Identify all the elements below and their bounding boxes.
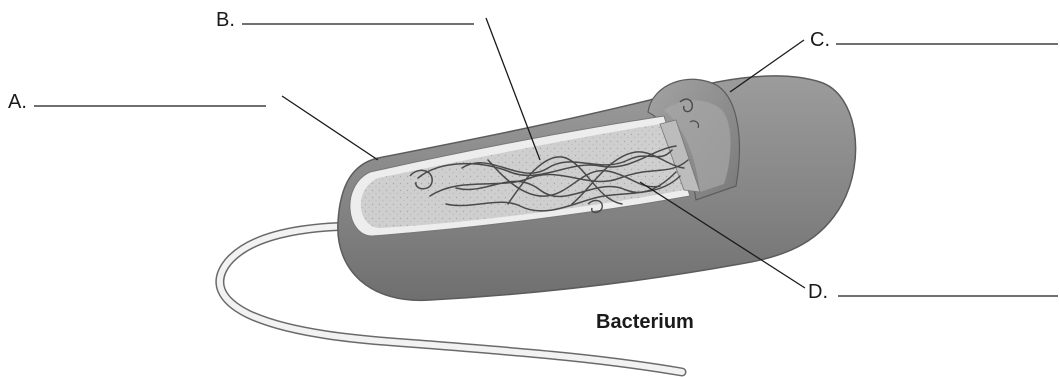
label-d-letter: D. — [808, 281, 828, 303]
label-b: B. — [216, 9, 474, 31]
label-a-letter: A. — [8, 91, 27, 113]
leader-line-a — [282, 96, 378, 160]
label-c-letter: C. — [810, 29, 830, 51]
label-d: D. — [808, 281, 1058, 303]
label-a: A. — [8, 91, 266, 113]
label-b-letter: B. — [216, 9, 235, 31]
diagram-caption: Bacterium — [596, 311, 694, 333]
label-c: C. — [810, 29, 1058, 51]
